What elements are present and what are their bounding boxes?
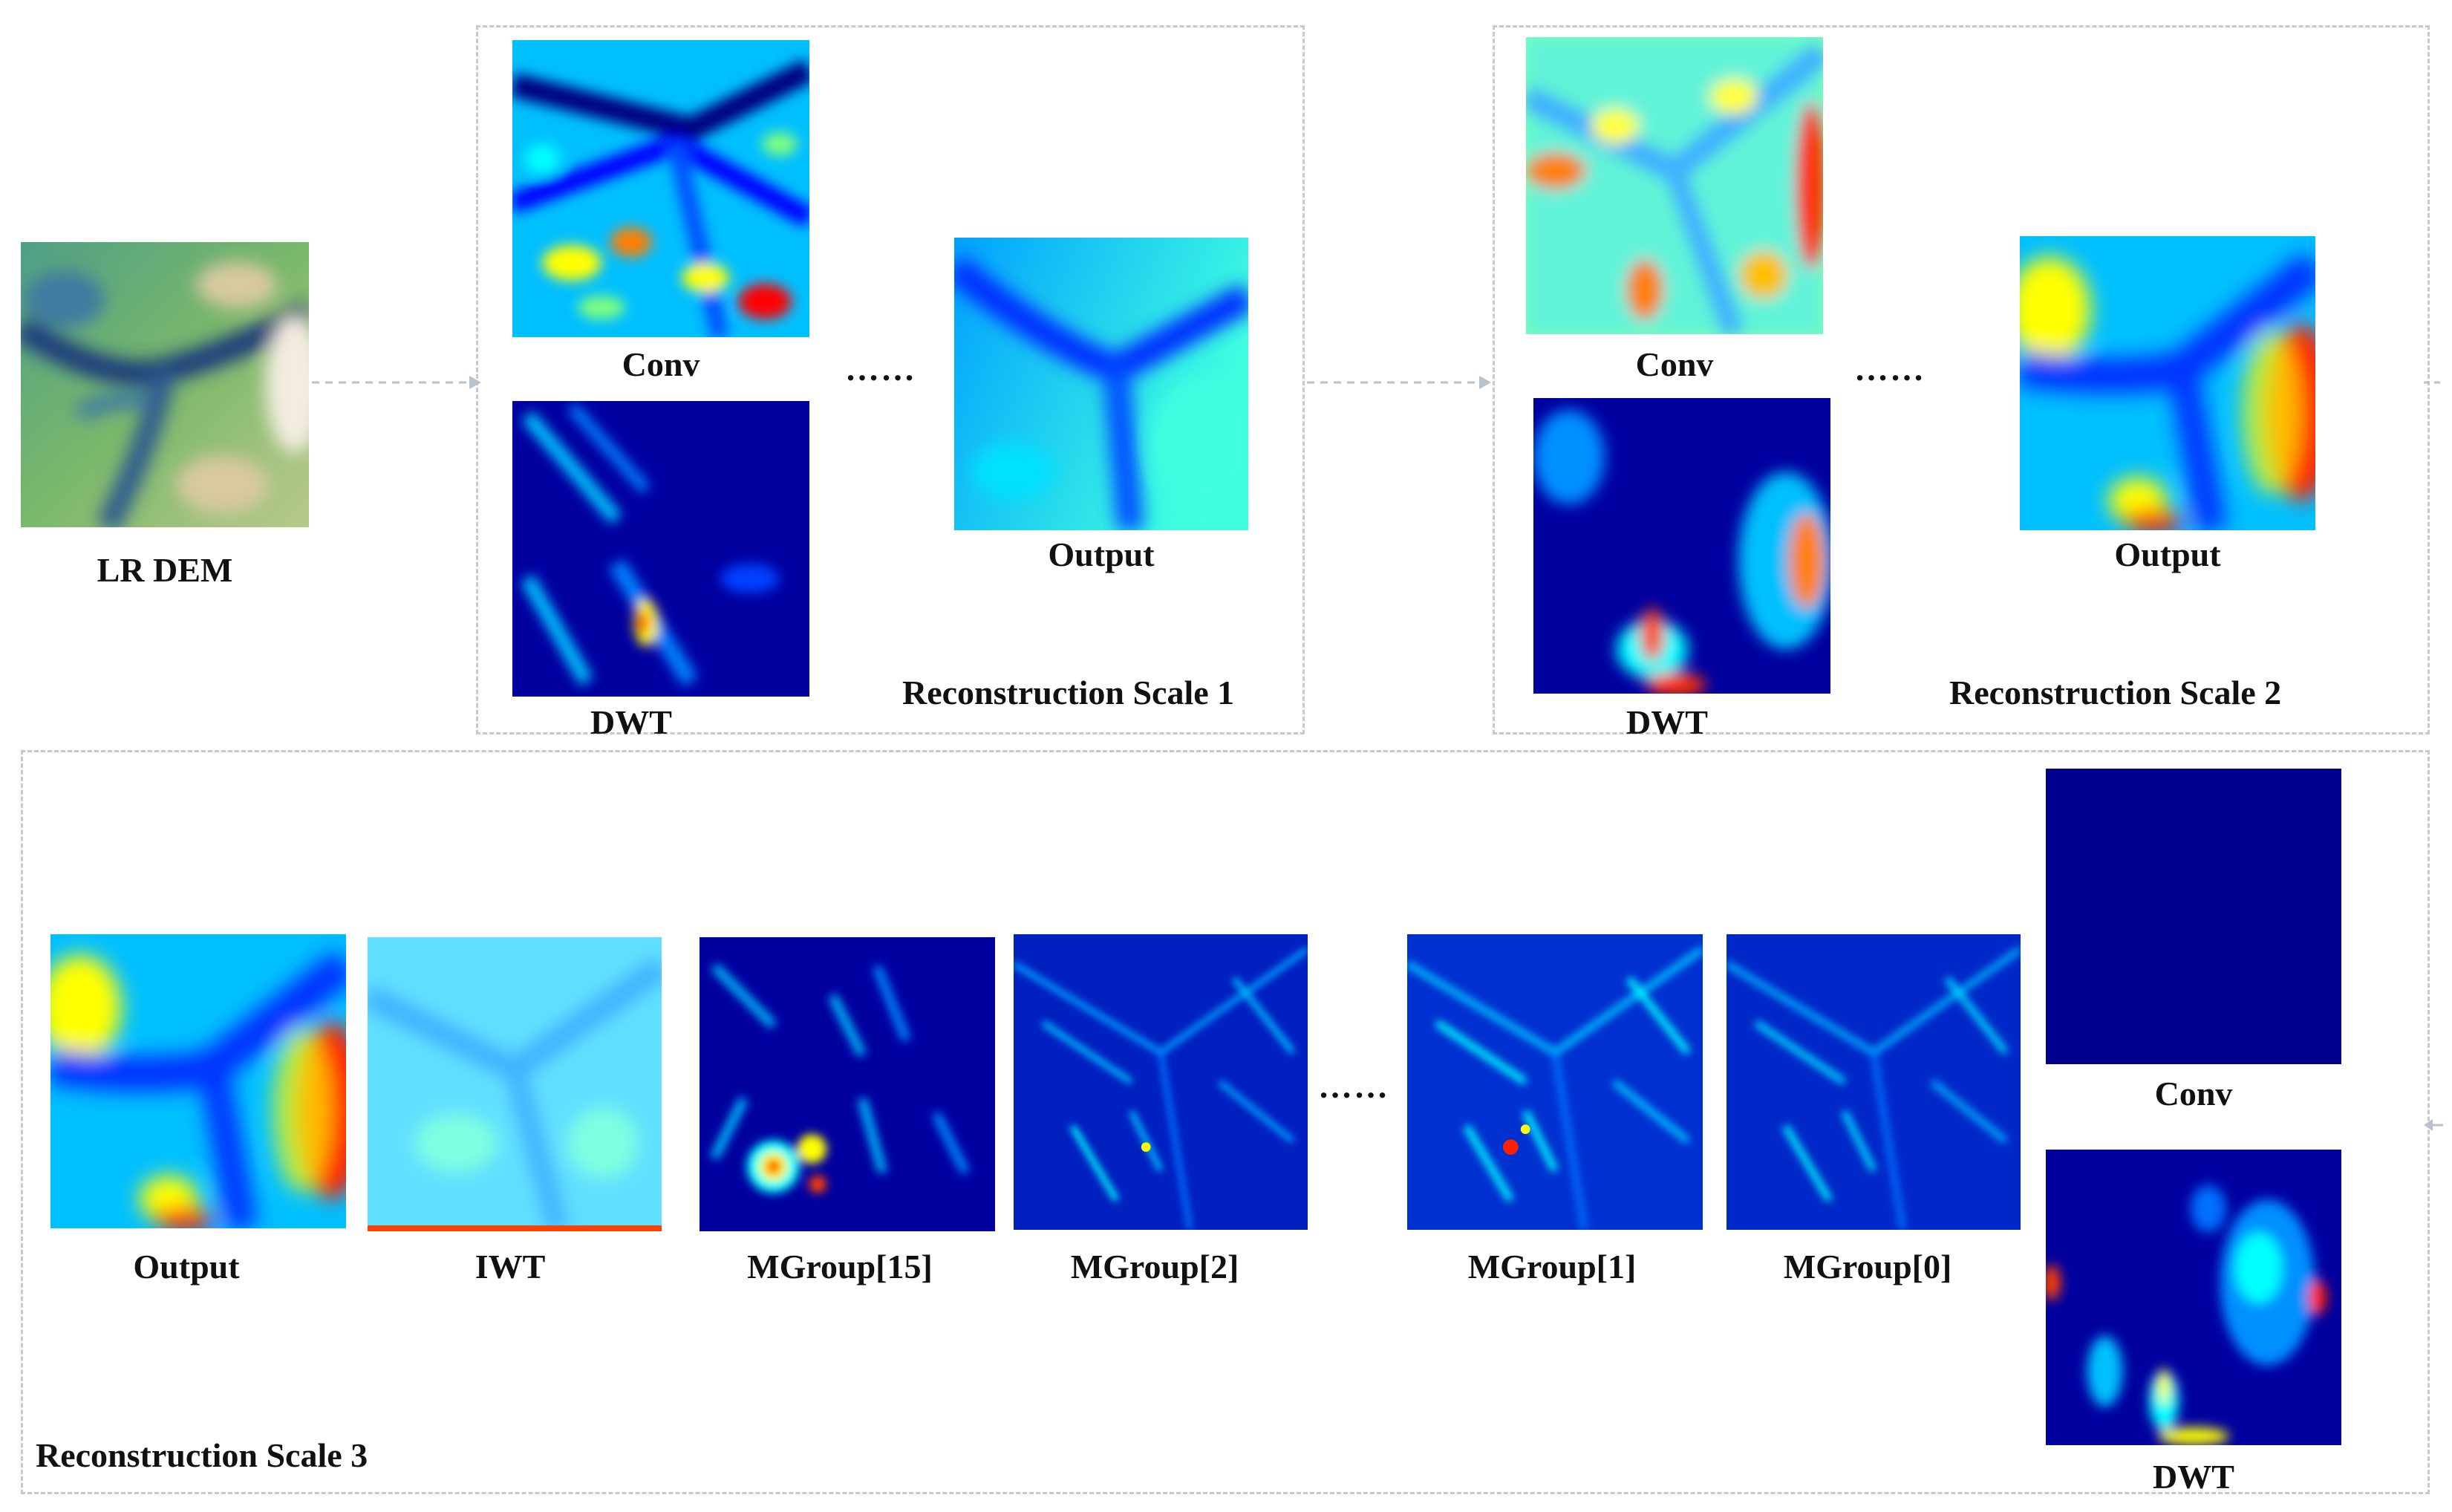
scale3-ellipsis: ……	[1318, 1067, 1389, 1105]
scale2-output-label: Output	[2114, 535, 2221, 573]
scale3-output-label: Output	[133, 1248, 240, 1285]
scale1-ellipsis: ……	[845, 350, 916, 388]
scale3-output-image	[50, 934, 346, 1228]
scale2-output-image	[2020, 236, 2315, 530]
scale3-conv-image	[2046, 769, 2341, 1064]
arrow-scale1-to-scale2	[1307, 376, 1491, 389]
arrow-into-scale3	[2424, 1119, 2443, 1131]
scale2-conv-label: Conv	[1635, 345, 1714, 383]
scale3-dwt-label: DWT	[2153, 1458, 2234, 1496]
scale1-dwt-image	[512, 401, 809, 697]
scale3-mgroup2-label: MGroup[2]	[1070, 1248, 1239, 1285]
scale3-mgroup2-image	[1014, 934, 1308, 1230]
scale1-dwt-label: DWT	[590, 703, 672, 741]
scale3-mgroup1-label: MGroup[1]	[1467, 1248, 1637, 1285]
lr-dem-label: LR DEM	[97, 551, 233, 589]
scale1-title: Reconstruction Scale 1	[902, 674, 1235, 711]
scale2-dwt-image	[1533, 398, 1830, 694]
scale2-ellipsis: ……	[1854, 350, 1926, 388]
scale3-mgroup15-image	[700, 937, 995, 1231]
scale3-dwt-image	[2046, 1150, 2341, 1445]
scale1-conv-image	[512, 40, 809, 337]
scale1-output-label: Output	[1048, 535, 1155, 573]
scale3-mgroup0-image	[1726, 934, 2021, 1230]
scale1-conv-label: Conv	[622, 345, 700, 383]
arrow-input-to-scale1	[312, 376, 481, 389]
scale3-title: Reconstruction Scale 3	[36, 1436, 368, 1474]
scale3-iwt-label: IWT	[475, 1248, 546, 1285]
scale1-output-image	[954, 238, 1248, 530]
scale3-mgroup1-image	[1407, 934, 1703, 1230]
scale3-mgroup15-label: MGroup[15]	[747, 1248, 933, 1285]
scale3-conv-label: Conv	[2154, 1075, 2233, 1112]
scale2-dwt-label: DWT	[1626, 703, 1708, 741]
lr-dem-image	[21, 242, 309, 527]
scale2-panel	[1493, 25, 2430, 734]
scale3-mgroup0-label: MGroup[0]	[1783, 1248, 1952, 1285]
scale2-title: Reconstruction Scale 2	[1949, 674, 2282, 711]
scale3-iwt-image	[368, 937, 662, 1231]
scale2-conv-image	[1526, 37, 1823, 334]
arrow-scale2-to-scale3	[2424, 381, 2443, 384]
scale1-panel	[476, 25, 1305, 734]
